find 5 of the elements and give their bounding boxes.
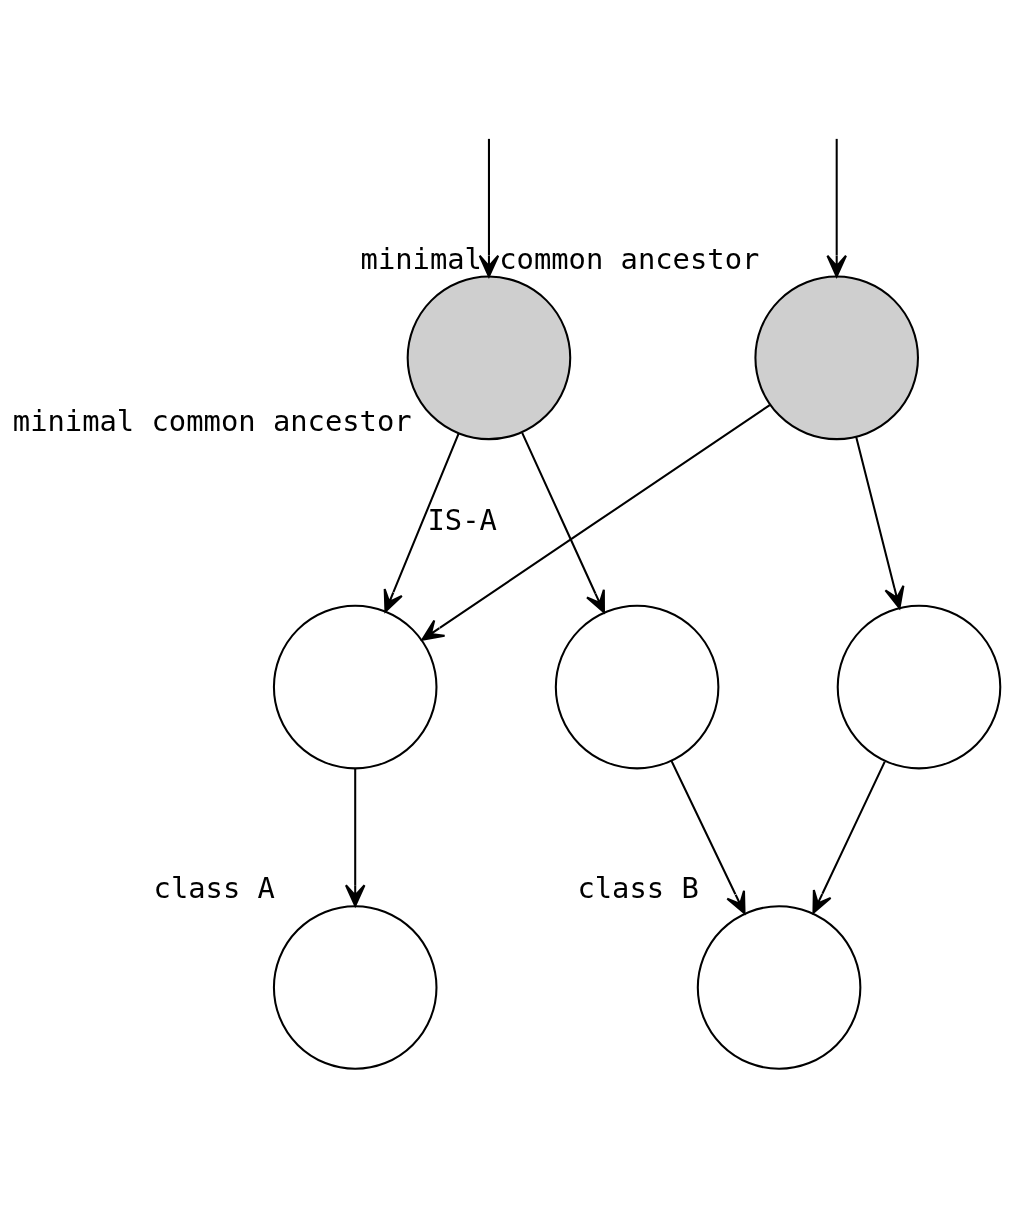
node-label: minimal common ancestor xyxy=(360,241,760,276)
node-label: minimal common ancestor xyxy=(12,404,412,439)
edge-label: IS-A xyxy=(427,503,497,538)
node-label: class A xyxy=(153,871,275,906)
node-label: class B xyxy=(577,871,699,906)
